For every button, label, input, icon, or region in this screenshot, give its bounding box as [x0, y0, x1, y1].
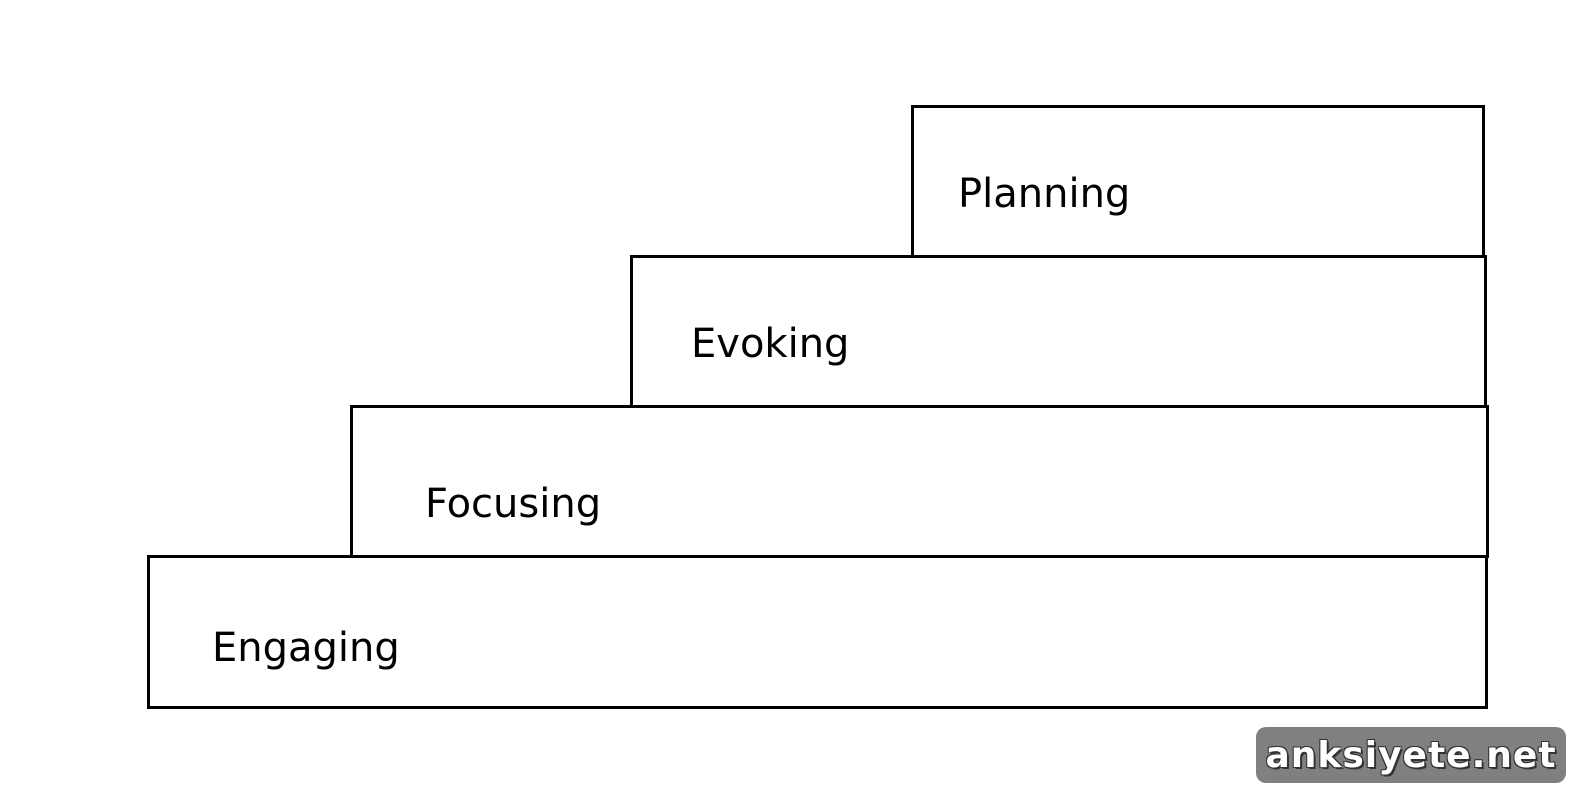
watermark-text: anksiyete.net — [1265, 734, 1557, 776]
step-label-engaging: Engaging — [212, 625, 400, 671]
step-label-focusing: Focusing — [425, 481, 602, 527]
watermark-badge: anksiyete.net — [1256, 727, 1566, 783]
step-engaging: Engaging — [147, 555, 1488, 709]
step-label-planning: Planning — [958, 171, 1131, 217]
step-evoking: Evoking — [630, 255, 1487, 408]
step-focusing: Focusing — [350, 405, 1489, 558]
step-label-evoking: Evoking — [691, 321, 850, 367]
step-planning: Planning — [911, 105, 1485, 258]
